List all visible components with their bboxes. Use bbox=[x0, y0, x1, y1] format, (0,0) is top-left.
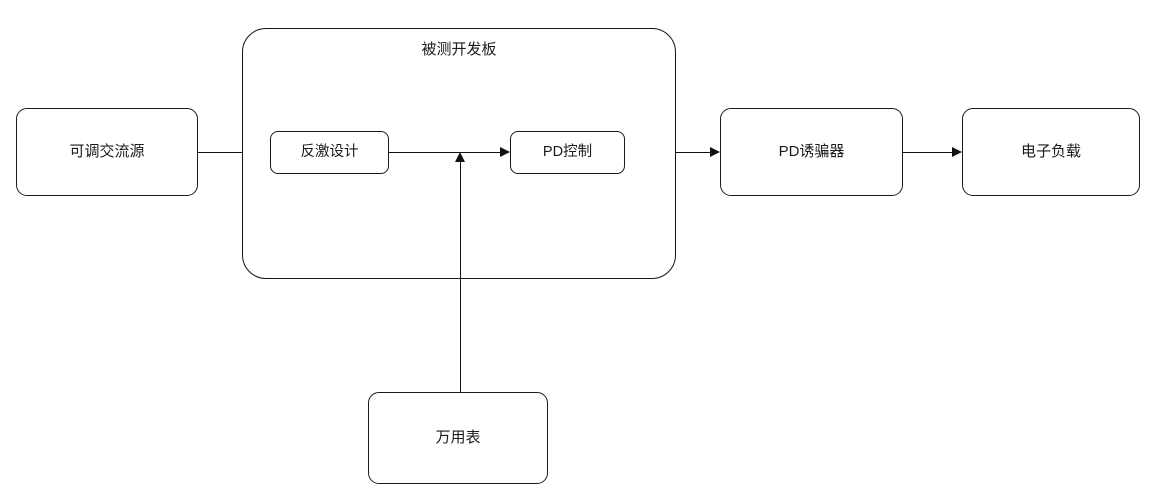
node-electronic-load[interactable]: 电子负载 bbox=[962, 108, 1140, 196]
node-flyback-design[interactable]: 反激设计 bbox=[270, 131, 389, 174]
node-ac-source-label: 可调交流源 bbox=[69, 143, 145, 160]
edge-ac-source-to-group bbox=[198, 152, 242, 153]
node-multimeter[interactable]: 万用表 bbox=[368, 392, 548, 484]
group-dut-board-title: 被测开发板 bbox=[421, 41, 497, 58]
node-pd-control-label: PD控制 bbox=[542, 143, 593, 160]
edge-pd-trigger-to-e-load bbox=[903, 152, 952, 153]
node-multimeter-label: 万用表 bbox=[435, 429, 481, 446]
edge-group-to-pd-trigger-arrowhead bbox=[710, 146, 720, 157]
edge-flyback-to-pd-control-arrowhead bbox=[500, 146, 510, 157]
edge-pd-trigger-to-e-load-arrowhead bbox=[952, 146, 962, 157]
group-dut-board bbox=[242, 28, 676, 279]
node-pd-trigger[interactable]: PD诱骗器 bbox=[720, 108, 903, 196]
node-pd-trigger-label: PD诱骗器 bbox=[778, 143, 845, 160]
edge-group-to-pd-trigger bbox=[676, 152, 710, 153]
edge-multimeter-to-link-arrowhead bbox=[454, 152, 465, 162]
node-ac-source[interactable]: 可调交流源 bbox=[16, 108, 198, 196]
edge-multimeter-to-link bbox=[460, 162, 461, 392]
edge-flyback-to-pd-control bbox=[389, 152, 500, 153]
node-flyback-design-label: 反激设计 bbox=[300, 143, 359, 160]
node-electronic-load-label: 电子负载 bbox=[1020, 143, 1081, 160]
node-pd-control[interactable]: PD控制 bbox=[510, 131, 625, 174]
